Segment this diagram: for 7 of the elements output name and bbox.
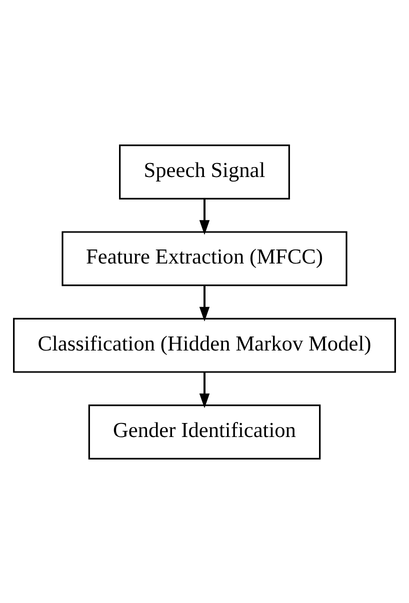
arrow	[199, 285, 210, 322]
arrow	[199, 372, 210, 408]
node-box: Feature Extraction (MFCC)	[62, 230, 348, 286]
node-box: Speech Signal	[119, 144, 290, 199]
arrow	[199, 198, 210, 234]
node-box: Gender Identification	[88, 404, 321, 459]
node-box: Classification (Hidden Markov Model)	[13, 317, 396, 372]
